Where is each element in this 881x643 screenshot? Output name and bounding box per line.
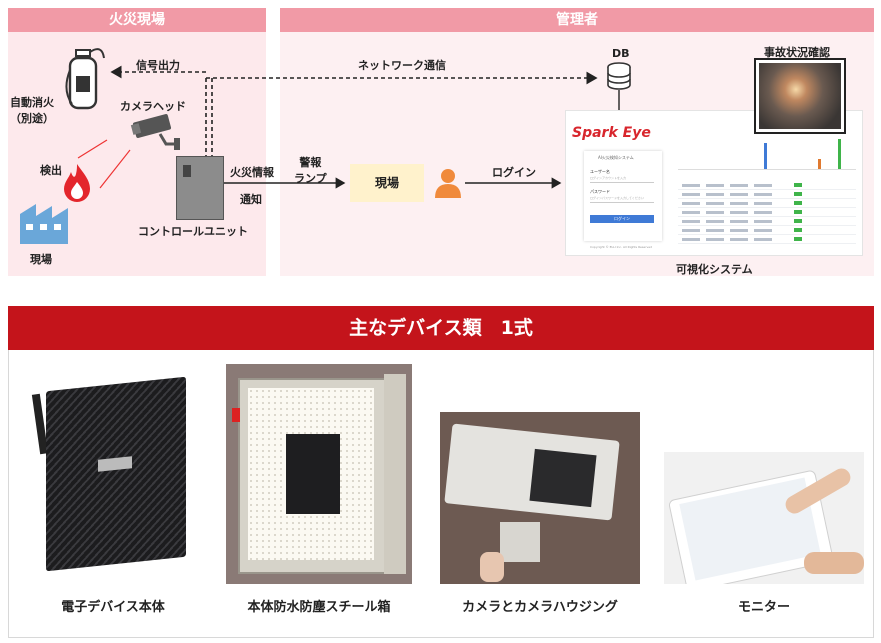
steel-enclosure-photo <box>226 364 412 584</box>
login-system-title: AI火災検知システム <box>598 155 634 160</box>
camera-housing-photo <box>440 412 640 584</box>
login-button[interactable]: ログイン <box>590 215 654 223</box>
user-field[interactable]: ログインアカウントを入力 <box>590 176 654 183</box>
detection-label: 検出 <box>40 164 62 177</box>
login-panel: Spark Eye AI火災検知システム ユーザー名 ログインアカウントを入力 … <box>566 111 672 255</box>
factory-icon <box>20 204 68 244</box>
incident-check-label: 事故状況確認 <box>764 46 830 59</box>
device-caption-4: モニター <box>737 600 790 615</box>
fire-info-label: 火災情報 <box>230 166 274 179</box>
computer-box-photo <box>28 364 198 584</box>
fire-site-header: 火災現場 <box>8 8 266 32</box>
device-caption-2: 本体防水防塵スチール箱 <box>247 600 391 615</box>
flame-icon <box>64 164 90 202</box>
chart-bar <box>818 159 821 169</box>
network-label: ネットワーク通信 <box>358 59 446 72</box>
password-field[interactable]: ログインパスワードを入力してください <box>590 196 654 203</box>
warning-lamp-label: 警報 ランプ <box>294 156 327 185</box>
diagram-connectors <box>77 65 620 189</box>
admin-header: 管理者 <box>280 8 874 32</box>
visualization-screen: Spark Eye AI火災検知システム ユーザー名 ログインアカウントを入力 … <box>565 110 863 256</box>
device-caption-3: カメラとカメラハウジング <box>462 600 618 615</box>
devices-frame <box>8 350 874 638</box>
login-card: AI火災検知システム ユーザー名 ログインアカウントを入力 パスワード ログイン… <box>584 151 662 241</box>
user-field-label: ユーザー名 <box>590 169 610 174</box>
notify-label: 通知 <box>240 193 262 206</box>
tablet-monitor-photo <box>664 452 864 584</box>
chart-bar <box>838 139 841 169</box>
database-icon <box>607 62 631 90</box>
control-unit-label: コントロールユニット <box>138 225 248 238</box>
dashboard-table <box>678 181 856 244</box>
chart-bar <box>764 143 767 169</box>
devices-title-band: 主なデバイス類 1式 <box>8 306 874 350</box>
brand-logo: Spark Eye <box>572 125 651 141</box>
control-unit-icon <box>176 156 224 220</box>
login-footer: Copyright © ELLI Inc. All Rights Reserve… <box>590 245 653 249</box>
person-icon <box>435 169 461 198</box>
device-caption-1: 電子デバイス本体 <box>61 600 165 615</box>
fire-extinguisher-icon <box>65 48 105 110</box>
visualization-label: 可視化システム <box>676 263 753 276</box>
site-label: 現場 <box>30 253 52 266</box>
signal-output-label: 信号出力 <box>136 59 180 72</box>
db-label: DB <box>612 47 630 60</box>
dashboard-chart <box>678 119 856 175</box>
password-field-label: パスワード <box>590 189 610 194</box>
login-label: ログイン <box>492 166 536 179</box>
camera-icon <box>130 114 180 150</box>
site-box: 現場 <box>350 164 424 202</box>
auto-extinguisher-label: 自動消火 （別途） <box>10 96 54 125</box>
camera-head-label: カメラヘッド <box>120 100 186 113</box>
incident-photo <box>754 58 846 134</box>
